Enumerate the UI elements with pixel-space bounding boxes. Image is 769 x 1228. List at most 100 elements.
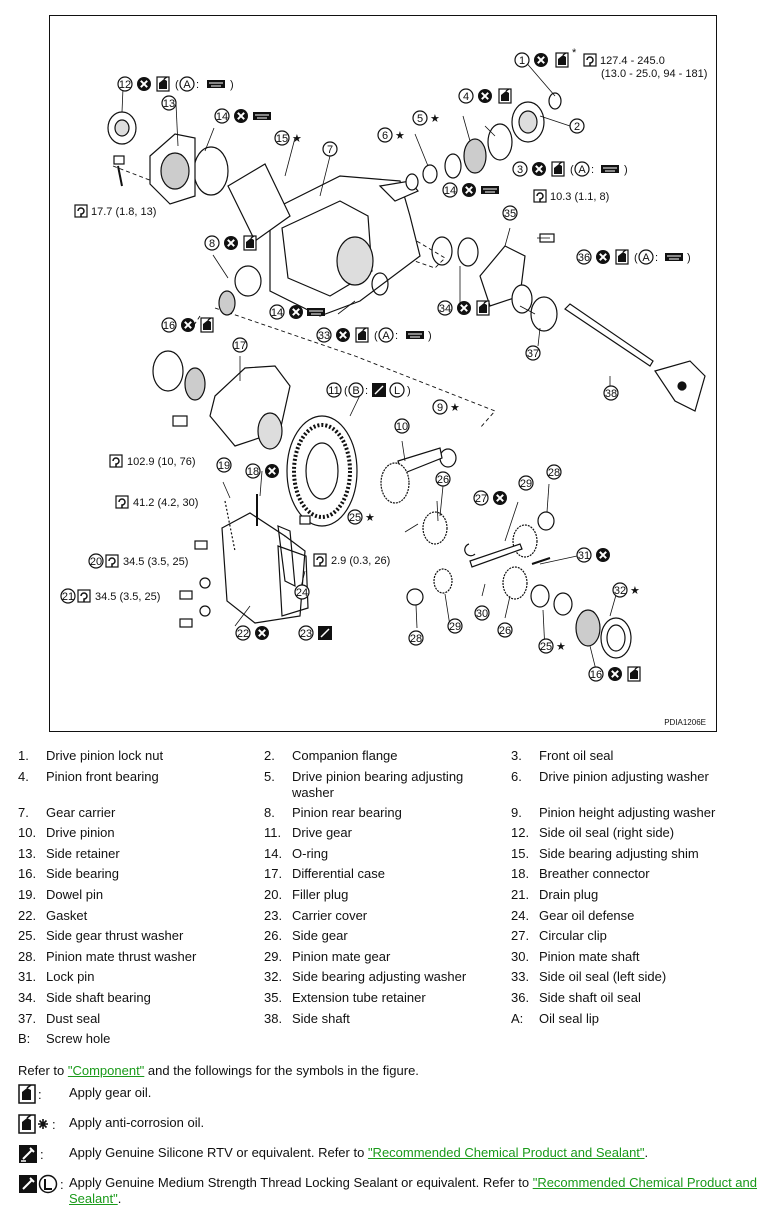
- refer-suffix: and the followings for the symbols in th…: [144, 1063, 419, 1078]
- thread-locking-prefix: Apply Genuine Medium Strength Thread Loc…: [69, 1175, 533, 1190]
- callout-16-bottom: 16: [590, 669, 602, 681]
- callout-7: 7: [327, 144, 333, 156]
- callout-19: 19: [218, 460, 230, 472]
- colon-3: :: [591, 164, 594, 176]
- part-number: 19.: [18, 886, 37, 902]
- symbol-row-thread-locking: : Apply Genuine Medium Strength Thread L…: [18, 1174, 759, 1219]
- thread-locking-text: Apply Genuine Medium Strength Thread Loc…: [69, 1175, 759, 1207]
- part-name: Pinion mate shaft: [539, 948, 640, 964]
- label-a-33: A: [382, 330, 390, 342]
- colon-4: :: [60, 1176, 64, 1192]
- part-name: Drain plug: [539, 886, 599, 902]
- part-number: 4.: [18, 768, 29, 784]
- svg-text:★: ★: [365, 512, 375, 524]
- thread-locking-suffix: .: [117, 1191, 122, 1206]
- callout-34: 34: [439, 303, 451, 315]
- recommended-chemical-link-2[interactable]: "Recommended Chemical Product and Sealan…: [69, 1175, 757, 1206]
- part-name: Drive pinion: [46, 825, 115, 841]
- part-name: Pinion front bearing: [46, 768, 159, 784]
- part-number: 20.: [264, 886, 283, 902]
- part-name: Front oil seal: [539, 748, 614, 763]
- callout-15: 15: [276, 133, 288, 145]
- part-number: 27.: [511, 928, 530, 944]
- part-name: Circular clip: [539, 928, 607, 944]
- torque-label-10-3: 10.3 (1.1, 8): [550, 191, 609, 203]
- colon-3: :: [40, 1146, 44, 1162]
- svg-text:★: ★: [630, 585, 640, 597]
- symbol-row-anti-corrosion: : Apply anti-corrosion oil.: [18, 1114, 758, 1145]
- callout-26-top: 26: [437, 474, 449, 486]
- part-number: 33.: [511, 969, 530, 985]
- torque-label-20: 34.5 (3.5, 25): [123, 556, 188, 568]
- figure-id: PDIA1206E: [664, 718, 706, 727]
- part-name: Extension tube retainer: [292, 989, 426, 1005]
- part-number: 1.: [18, 748, 29, 763]
- part-name: Differential case: [292, 866, 385, 882]
- callout-22: 22: [237, 628, 249, 640]
- colon-36: :: [655, 252, 658, 264]
- part-number: 37.: [18, 1010, 37, 1026]
- part-name: Pinion height adjusting washer: [539, 804, 716, 820]
- component-link[interactable]: "Component": [67, 1063, 145, 1078]
- part-name: Side gear: [292, 928, 348, 944]
- part-name: O-ring: [292, 845, 329, 861]
- torque-label-21: 34.5 (3.5, 25): [95, 591, 160, 603]
- callout-9: 9: [437, 402, 443, 414]
- colon-12: :: [196, 79, 199, 91]
- callout-11: 11: [328, 385, 339, 397]
- callout-24: 24: [296, 587, 308, 599]
- part-number: 35.: [264, 989, 283, 1005]
- callout-32: 32: [614, 585, 626, 597]
- recommended-chemical-link-1[interactable]: "Recommended Chemical Product and Sealan…: [367, 1145, 645, 1160]
- part-number: 6.: [511, 768, 522, 784]
- silicone-rtv-suffix: .: [644, 1145, 649, 1160]
- callout-25-mid: 25: [349, 512, 361, 524]
- part-name: Side bearing adjusting washer: [292, 969, 467, 985]
- colon-11: :: [365, 385, 368, 397]
- svg-text:★: ★: [450, 402, 460, 414]
- part-name: Side gear thrust washer: [46, 928, 184, 944]
- part-name: Drive pinion lock nut: [46, 748, 164, 763]
- silicone-rtv-text: Apply Genuine Silicone RTV or equivalent…: [69, 1145, 759, 1161]
- svg-text:(: (: [570, 164, 574, 176]
- part-name: Drive gear: [292, 825, 352, 841]
- part-number: 30.: [511, 948, 530, 964]
- part-number: 29.: [264, 948, 283, 964]
- part-number: 17.: [264, 866, 283, 882]
- part-number: 34.: [18, 989, 37, 1005]
- torque-label-41-2: 41.2 (4.2, 30): [133, 497, 198, 509]
- gear-oil-text: Apply gear oil.: [69, 1085, 152, 1100]
- part-number: 7.: [18, 804, 29, 820]
- part-name: Dust seal: [46, 1010, 101, 1026]
- part-name: Side bearing: [46, 866, 119, 882]
- part-number: 18.: [511, 866, 530, 882]
- part-name: Pinion mate thrust washer: [46, 948, 197, 964]
- callout-33: 33: [318, 330, 330, 342]
- svg-text:(: (: [634, 252, 638, 264]
- part-name: Side retainer: [46, 845, 120, 861]
- part-name: Drive pinion bearing adjusting washer: [292, 768, 464, 800]
- part-number: 2.: [264, 748, 275, 763]
- callout-26-bottom: 26: [499, 625, 511, 637]
- callout-18: 18: [247, 466, 259, 478]
- lock-nut-drawing: [548, 92, 562, 110]
- part-number: 3.: [511, 748, 522, 763]
- callout-13: 13: [163, 98, 175, 110]
- part-number: 38.: [264, 1010, 283, 1026]
- callout-2: 2: [574, 121, 580, 133]
- gear-carrier-drawing: [269, 175, 421, 317]
- callout-16-top: 16: [163, 320, 175, 332]
- svg-text:(: (: [175, 79, 179, 91]
- colon-1: :: [38, 1086, 42, 1102]
- callout-10: 10: [396, 421, 408, 433]
- callout-12: 12: [119, 79, 131, 91]
- callout-20: 20: [90, 556, 102, 568]
